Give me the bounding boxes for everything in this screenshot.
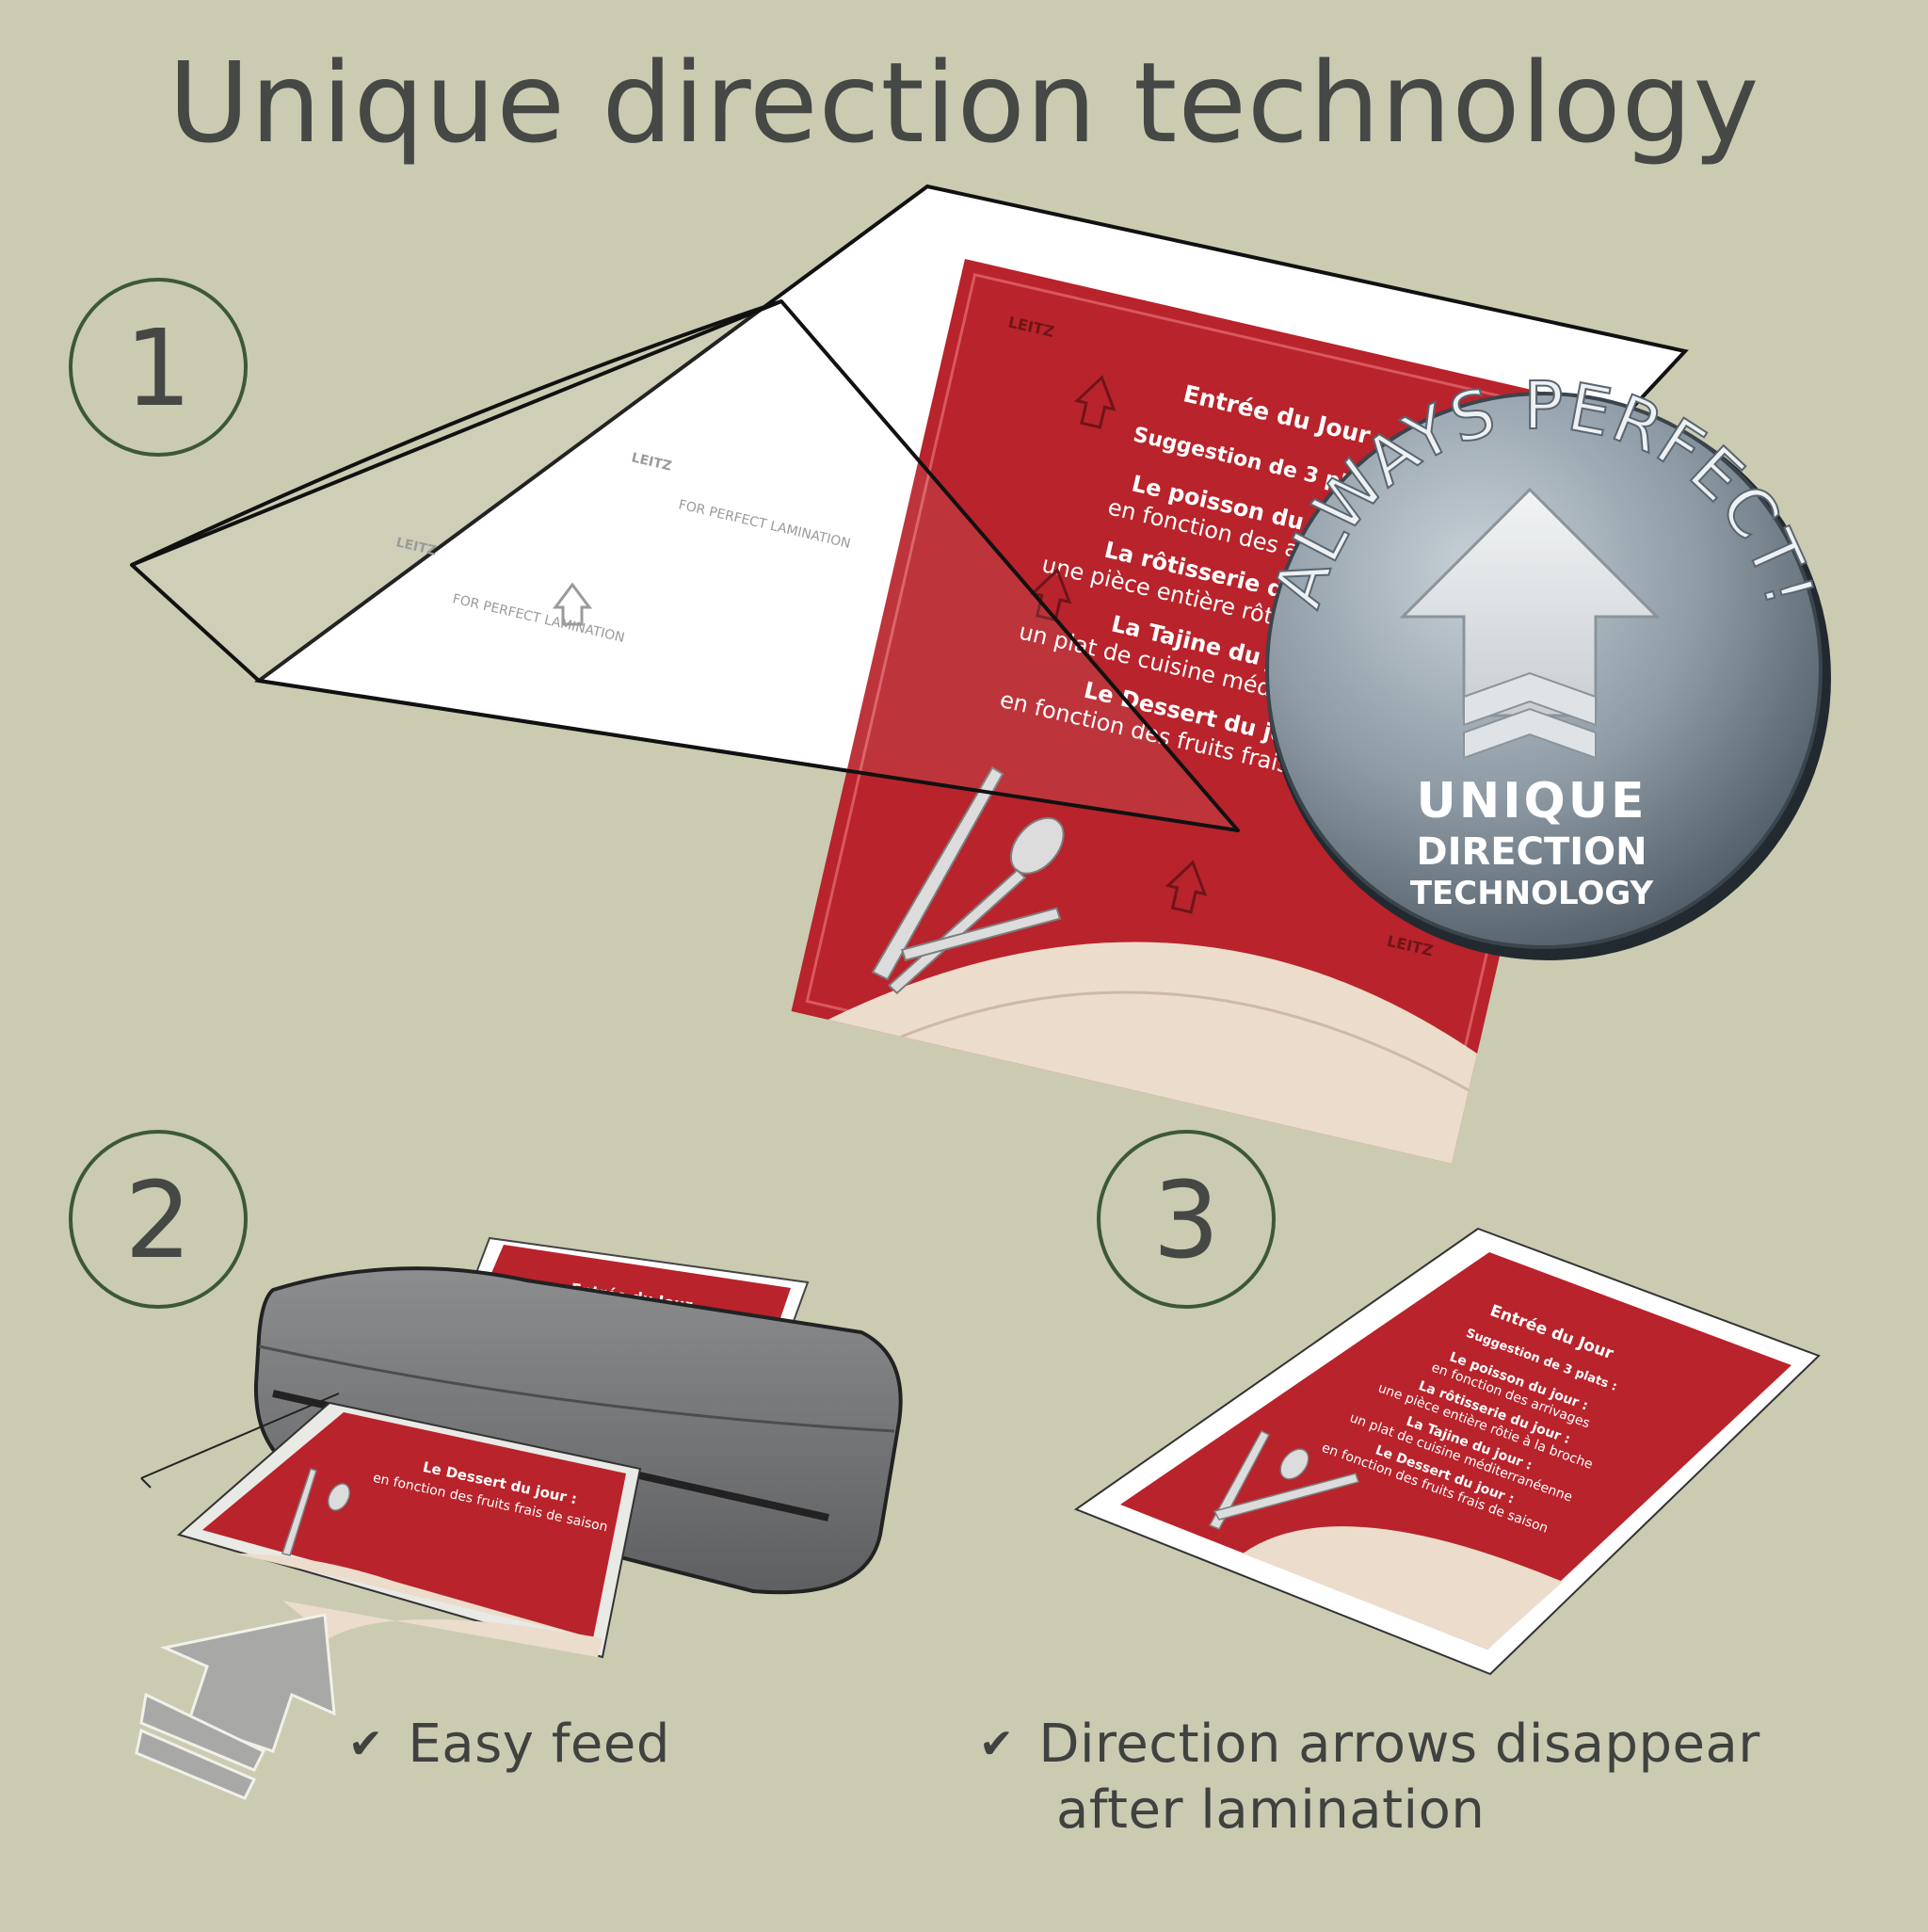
always-perfect-badge: ALWAYS PERFECT! UNIQUE DIRECTION TECHNOL…	[1258, 366, 1831, 960]
caption-arrows-disappear: ✔ Direction arrows disappear after lamina…	[979, 1714, 1760, 1842]
step-3-circle	[1097, 1130, 1276, 1309]
step-3-number: 3	[1097, 1130, 1276, 1309]
arrow-chevron-icon	[1463, 707, 1597, 760]
step-2-laminator: Entrée du Jour Suggestion de 3 plats : L…	[135, 1236, 903, 1800]
step-3-laminated-document: Entrée du Jour Suggestion de 3 plats : L…	[1073, 1227, 1821, 1676]
film-edge	[140, 1393, 340, 1489]
caption-easy-feed-text: Easy feed	[408, 1714, 670, 1775]
cutlery-icon	[871, 766, 1065, 995]
plate-shape-small	[282, 1601, 602, 1657]
step-1-label: 1	[124, 308, 191, 430]
checkmark-icon: ✔	[348, 1720, 384, 1768]
feed-arrow-icon	[135, 1613, 336, 1800]
plate-shape-small	[1243, 1526, 1563, 1650]
badge-line-2: DIRECTION	[1416, 830, 1647, 874]
cutlery-icon	[1208, 1430, 1359, 1530]
caption-arrows-line-2: after lamination	[1056, 1779, 1486, 1841]
fork-icon	[900, 907, 1062, 962]
caption-easy-feed: ✔ Easy feed	[348, 1714, 670, 1779]
pouch-front-film	[130, 299, 1240, 832]
fork-icon	[1213, 1473, 1359, 1521]
page-title: Unique direction technology	[168, 38, 1760, 168]
cutlery-icon	[281, 1468, 351, 1556]
step-3-label: 3	[1152, 1160, 1219, 1282]
step-2-circle	[69, 1130, 248, 1309]
arrow-chevron-icon	[1463, 671, 1597, 727]
plate-rim	[900, 990, 1470, 1092]
menu-exiting	[202, 1412, 626, 1638]
laminator-seam	[258, 1344, 895, 1433]
laminator-body	[253, 1266, 903, 1595]
step-1-circle	[69, 278, 248, 457]
spoon-icon	[1279, 1448, 1309, 1480]
step-1-number: 1	[69, 278, 248, 457]
direction-arrow-icon	[553, 582, 592, 626]
badge-line-3: TECHNOLOGY	[1410, 875, 1654, 912]
badge-line-1: UNIQUE	[1416, 773, 1647, 829]
checkmark-icon: ✔	[979, 1720, 1015, 1768]
caption-arrows-line-1: Direction arrows disappear	[1038, 1714, 1760, 1775]
knife-icon	[1208, 1430, 1271, 1530]
knife-icon	[871, 766, 1004, 981]
plate-shape	[827, 942, 1478, 1164]
film-curl	[131, 299, 782, 567]
step-2-label: 2	[124, 1160, 191, 1282]
step-2-number: 2	[69, 1130, 248, 1309]
